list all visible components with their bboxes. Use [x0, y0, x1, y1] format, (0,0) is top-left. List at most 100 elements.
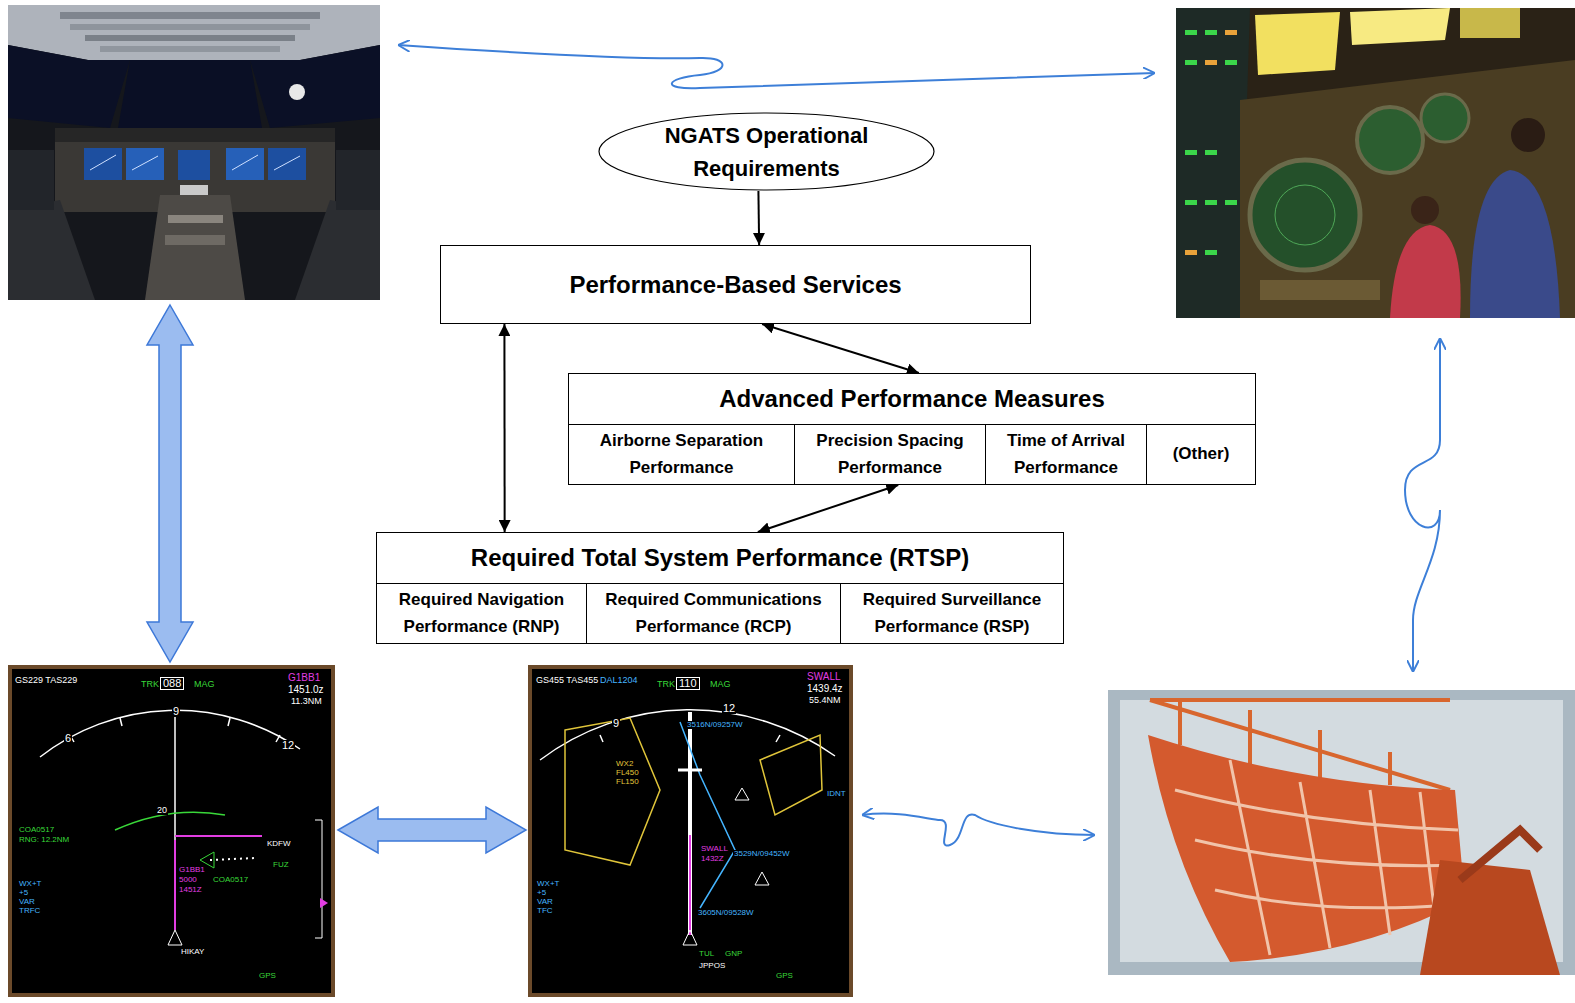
cockpit-photo — [226, 148, 264, 180]
radar-antenna-photo — [1108, 690, 1575, 975]
display-text: +5 — [18, 889, 29, 897]
control-room-photo — [1511, 118, 1545, 152]
control-room-photo — [1357, 107, 1423, 173]
navigation-display — [40, 710, 300, 757]
display-text: FL450 — [615, 769, 640, 777]
display-text: 20 — [156, 806, 168, 815]
control-room-photo — [1185, 250, 1197, 255]
control-room-photo — [1205, 200, 1217, 205]
display-text: 3529N/09452W — [733, 850, 791, 858]
box-heading: Advanced Performance Measures — [569, 374, 1255, 424]
display-text: +5 — [536, 889, 547, 897]
cockpit-photo — [85, 35, 295, 41]
link-arrow — [1405, 338, 1440, 672]
cockpit-photo — [90, 155, 300, 170]
display-text: WX+T — [18, 880, 42, 888]
display-text: 9 — [172, 706, 180, 717]
display-text: 12 — [281, 740, 295, 751]
display-text: MAG — [193, 680, 216, 689]
navigation-display — [210, 858, 255, 860]
box-text: (Other) — [1173, 441, 1230, 467]
link-arrow — [147, 305, 193, 662]
cockpit-photo — [145, 195, 245, 300]
measure-cell: Precision Spacing Performance — [794, 424, 985, 484]
display-text: 1432Z — [700, 855, 725, 863]
process-box: Required Total System Performance (RTSP)… — [376, 532, 1064, 644]
control-room-photo — [1205, 30, 1217, 35]
control-room-photo — [1205, 60, 1217, 65]
display-text: 5000 — [178, 876, 198, 884]
display-text: 110 — [676, 677, 700, 690]
control-room-photo — [1185, 200, 1197, 205]
box-text: Time of Arrival Performance — [990, 428, 1142, 481]
cockpit-photo — [8, 5, 380, 60]
control-room-photo — [1185, 30, 1197, 35]
navigation-display — [678, 760, 702, 790]
display-text: SWALL — [700, 845, 729, 853]
navigation-display — [689, 835, 691, 935]
cockpit-photo — [178, 150, 210, 180]
cockpit-photo — [8, 5, 380, 300]
display-text: MAG — [709, 680, 732, 689]
control-room-photo — [1176, 8, 1575, 318]
navigation-display — [532, 669, 849, 993]
link-arrow — [147, 45, 1440, 853]
radar-antenna-photo — [1420, 860, 1560, 975]
display-text: 1451.0z — [287, 685, 325, 695]
navigation-display — [565, 718, 660, 865]
radar-antenna-photo — [1460, 830, 1540, 880]
display-text: 11.3NM — [290, 697, 323, 706]
control-room-photo — [1390, 225, 1461, 318]
control-room-photo — [1275, 185, 1335, 245]
process-box: Performance-Based Services — [440, 245, 1031, 324]
cockpit-photo — [8, 150, 54, 210]
navigation-display — [8, 665, 335, 997]
cockpit-photo — [100, 46, 280, 52]
display-text: TFC — [536, 907, 554, 915]
cockpit-photo — [180, 185, 208, 195]
radar-antenna-photo — [1175, 760, 1462, 955]
control-room-photo — [1421, 94, 1469, 142]
navigation-display — [175, 836, 262, 930]
navigation-display — [320, 898, 328, 908]
display-text: 3605N/09528W — [697, 909, 755, 917]
cockpit-photo — [165, 235, 225, 245]
measure-cell: Time of Arrival Performance — [985, 424, 1146, 484]
connector-arrow — [762, 324, 919, 373]
control-room-photo — [1240, 60, 1575, 318]
display-text: 9 — [612, 718, 620, 729]
display-text: 1451Z — [178, 886, 203, 894]
control-room-photo — [1176, 8, 1575, 318]
box-text: Airborne Separation Performance — [573, 428, 790, 481]
display-text: KDFW — [266, 840, 292, 848]
navigation-display — [528, 665, 853, 997]
display-text: COA0517 — [212, 876, 249, 884]
control-room-photo — [1255, 12, 1340, 75]
measure-cell: Required Communications Performance (RCP… — [586, 583, 840, 643]
display-text: GPS — [258, 972, 277, 980]
display-text: 1439.4z — [806, 684, 844, 694]
navigation-display — [680, 722, 735, 908]
navigation-display — [115, 812, 225, 830]
connector-arrow — [503, 324, 505, 532]
navigation-display — [760, 735, 822, 815]
control-room-photo — [1225, 200, 1237, 205]
display-text: TRFC — [18, 907, 41, 915]
measure-cell: Airborne Separation Performance — [569, 424, 794, 484]
box-text: Required Navigation Performance (RNP) — [381, 587, 582, 640]
display-text: COA0517 — [18, 826, 55, 834]
display-text: GNP — [724, 950, 743, 958]
cockpit-photo — [55, 128, 335, 142]
cockpit-photo — [250, 45, 380, 128]
connector-arrow — [757, 191, 760, 245]
display-text: 12 — [722, 703, 736, 714]
display-text: 3516N/09257W — [686, 721, 744, 729]
control-room-photo — [1460, 8, 1520, 38]
ellipse-outline — [599, 113, 934, 190]
box-text: Required Communications Performance (RCP… — [591, 587, 836, 640]
navigation-display — [735, 788, 769, 885]
cockpit-photo — [295, 200, 380, 300]
control-room-photo — [1411, 196, 1439, 224]
box-text: Performance-Based Services — [569, 269, 901, 300]
